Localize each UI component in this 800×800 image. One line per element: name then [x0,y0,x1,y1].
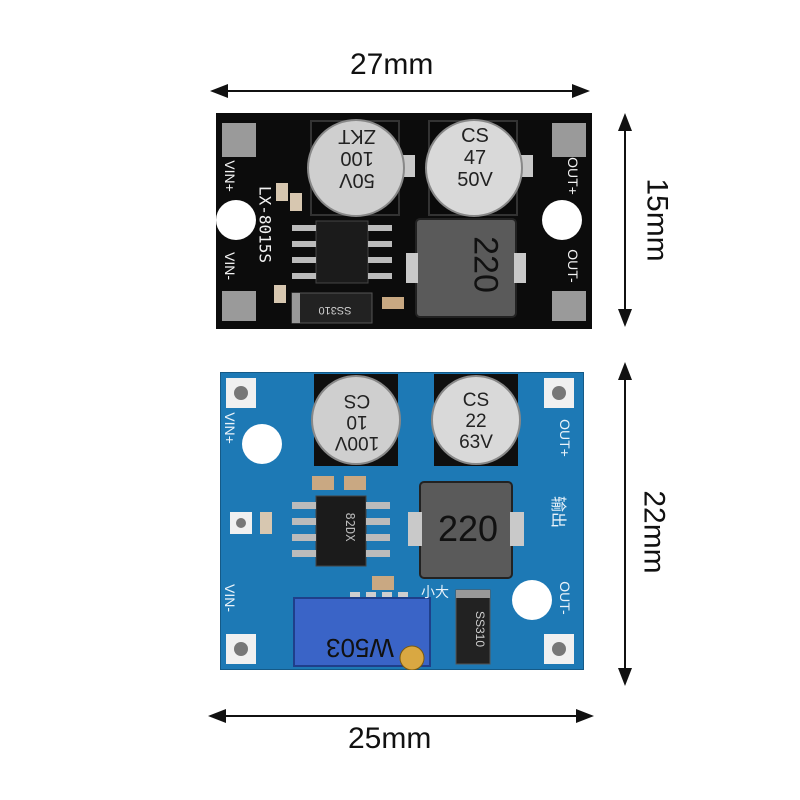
blue-cap2-line: CS [462,390,490,411]
black-cap2-line: 47 [463,147,487,169]
blue-cap2-line: 22 [465,411,487,432]
blue-width-label: 25mm [348,722,432,755]
blue-cap1-line: CS [343,390,371,411]
blue-chinese-label-output: 输出 [549,495,566,528]
black-out-minus-label: OUT- [565,249,581,283]
blue-cap2-line: 63V [459,432,493,453]
blue-out-plus-label: OUT+ [557,419,573,457]
black-vin-plus-label: VIN+ [222,160,238,192]
blue-cap1-line: 100V [334,432,380,453]
blue-chinese-label-adjust: 小大 [421,584,449,600]
black-pcb-board [216,113,592,329]
blue-height-arrow [618,362,632,686]
blue-inductor-code: 220 [437,508,499,549]
black-vin-minus-label: VIN- [222,252,238,280]
blue-ic-code: 82DX [343,512,357,542]
blue-height-label: 22mm [637,490,671,574]
blue-diode-code: SS310 [473,610,487,648]
black-height-label: 15mm [640,178,674,262]
black-cap1-line: 100 [340,147,374,169]
blue-vin-plus-label: VIN+ [222,412,238,444]
black-model-label: LX-8015S [255,185,275,264]
black-cap1-marking: 50V 100 ZKT [312,125,402,191]
black-inductor-code: 220 [466,236,505,293]
blue-pcb-board [220,372,584,670]
black-cap1-line: ZKT [338,125,376,147]
blue-vin-minus-label: VIN- [222,584,238,612]
blue-pot-code: W503 [326,633,394,663]
black-width-label: 27mm [350,48,434,81]
black-height-arrow [618,113,632,327]
black-cap2-marking: CS 47 50V [430,125,520,191]
blue-cap1-line: 10 [346,411,368,432]
black-diode-code: SS310 [318,304,352,316]
black-width-arrow [210,84,590,98]
blue-cap1-marking: 100V 10 CS [312,390,402,453]
black-out-plus-label: OUT+ [565,157,581,195]
black-cap1-line: 50V [339,169,375,191]
black-cap2-line: CS [461,125,489,147]
blue-out-minus-label: OUT- [557,581,573,615]
black-cap2-line: 50V [457,169,493,191]
blue-cap2-marking: CS 22 63V [431,390,521,453]
blue-width-arrow [208,709,594,723]
